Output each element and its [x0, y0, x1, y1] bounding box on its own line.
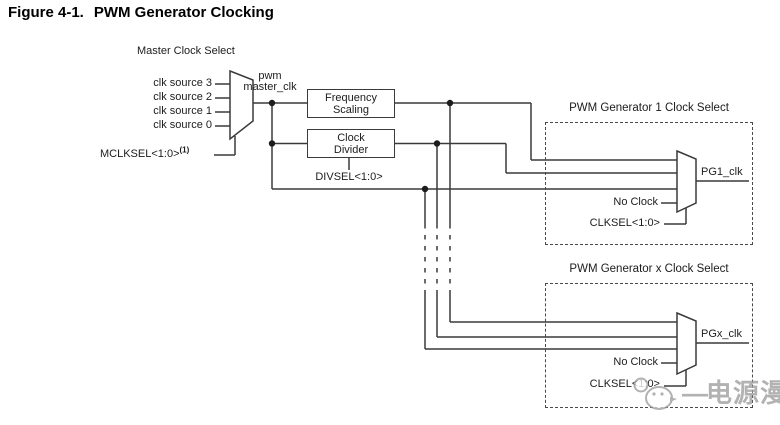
pwm-master-clk-label: pwm master_clk: [243, 70, 297, 93]
pgx-clk-label: PGx_clk: [701, 328, 742, 340]
pg1-mux: [676, 149, 697, 214]
clock-divider-block: Clock Divider: [307, 129, 395, 158]
clk-source-1-label: clk source 1: [153, 105, 212, 117]
figure-title: Figure 4-1. PWM Generator Clocking: [8, 4, 274, 21]
clk-source-0-label: clk source 0: [153, 119, 212, 131]
pwm-gen1-boundary: [545, 122, 753, 245]
mclksel-label: MCLKSEL<1:0>(1): [100, 145, 190, 160]
pg1-clksel-wire: [664, 207, 687, 225]
pg1-clksel-label: CLKSEL<1:0>: [589, 217, 660, 229]
master-clock-mux: [229, 69, 254, 141]
junction-dots: [268, 99, 454, 193]
clk-source-wires: [215, 83, 230, 127]
mclksel-footnote: (1): [179, 145, 190, 155]
pwm-gen1-heading: PWM Generator 1 Clock Select: [569, 102, 729, 114]
divsel-label: DIVSEL<1:0>: [315, 171, 383, 183]
freq-scaling-output-wire: [395, 102, 677, 161]
pwm-genx-heading: PWM Generator x Clock Select: [569, 263, 729, 275]
mclksel-wire: [214, 136, 236, 156]
pg1-no-clock-label: No Clock: [613, 196, 658, 208]
figure-number: Figure 4-1.: [8, 4, 84, 21]
vertical-bus-upper: [424, 103, 451, 224]
clk-source-3-label: clk source 3: [153, 77, 212, 89]
clk-source-2-label: clk source 2: [153, 91, 212, 103]
master-clock-heading: Master Clock Select: [137, 45, 235, 57]
pgx-no-clock-label: No Clock: [613, 356, 658, 368]
figure-name: PWM Generator Clocking: [93, 4, 274, 21]
vertical-bus-ellipsis: [424, 224, 451, 291]
pgx-clksel-label: CLKSEL<1:0>: [589, 378, 660, 390]
frequency-scaling-block: Frequency Scaling: [307, 89, 395, 118]
vertical-bus-lower: [424, 291, 677, 350]
pgx-mux: [676, 311, 697, 376]
pg1-clk-label: PG1_clk: [701, 166, 743, 178]
